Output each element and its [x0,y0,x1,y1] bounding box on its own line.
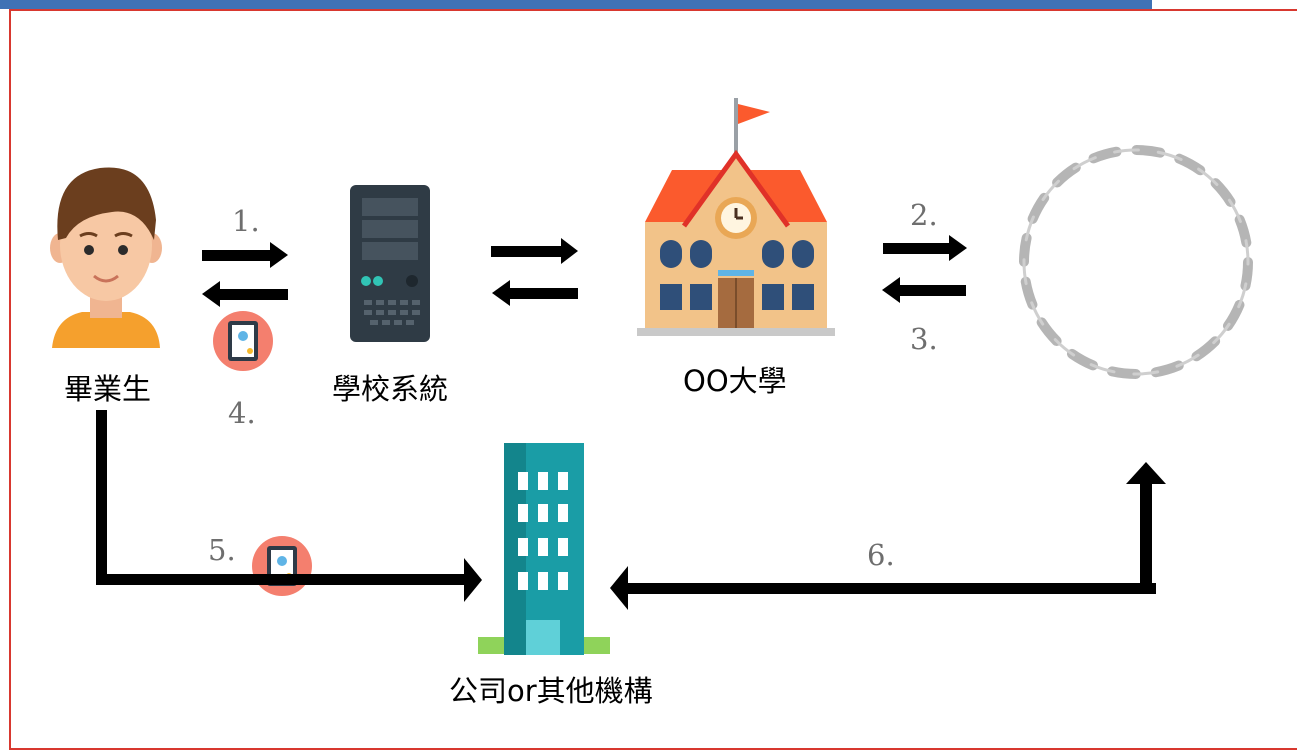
arrow-3-chain-to-university [882,277,966,303]
university-label: OO大學 [683,364,787,398]
top-accent-bar [0,0,1152,9]
graduate-label: 畢業生 [64,372,152,406]
arrow-1-graduate-to-system [202,242,288,268]
arrow-university-to-system [492,280,578,306]
university-building-icon [637,98,835,336]
step-6-label: 6. [867,538,895,572]
certificate-icon [213,311,273,371]
step-4-label: 4. [228,396,256,430]
step-1-label: 1. [232,204,260,238]
company-building-icon [478,443,610,655]
arrow-4-system-to-graduate [202,281,288,307]
diagram-frame [9,9,1297,750]
server-icon [350,185,430,342]
arrow-system-to-university [491,238,578,264]
arrow-6-company-to-chain [610,462,1166,610]
blockchain-chain-icon [1019,145,1253,379]
company-label: 公司or其他機構 [449,674,653,708]
certificate-icon [252,536,312,596]
arrow-5-graduate-to-company [96,410,482,602]
school-system-label: 學校系統 [332,372,449,406]
arrow-2-university-to-chain [883,235,967,261]
step-2-label: 2. [910,198,938,232]
step-3-label: 3. [910,322,938,356]
step-5-label: 5. [208,533,236,567]
graduate-avatar-icon [50,167,162,348]
